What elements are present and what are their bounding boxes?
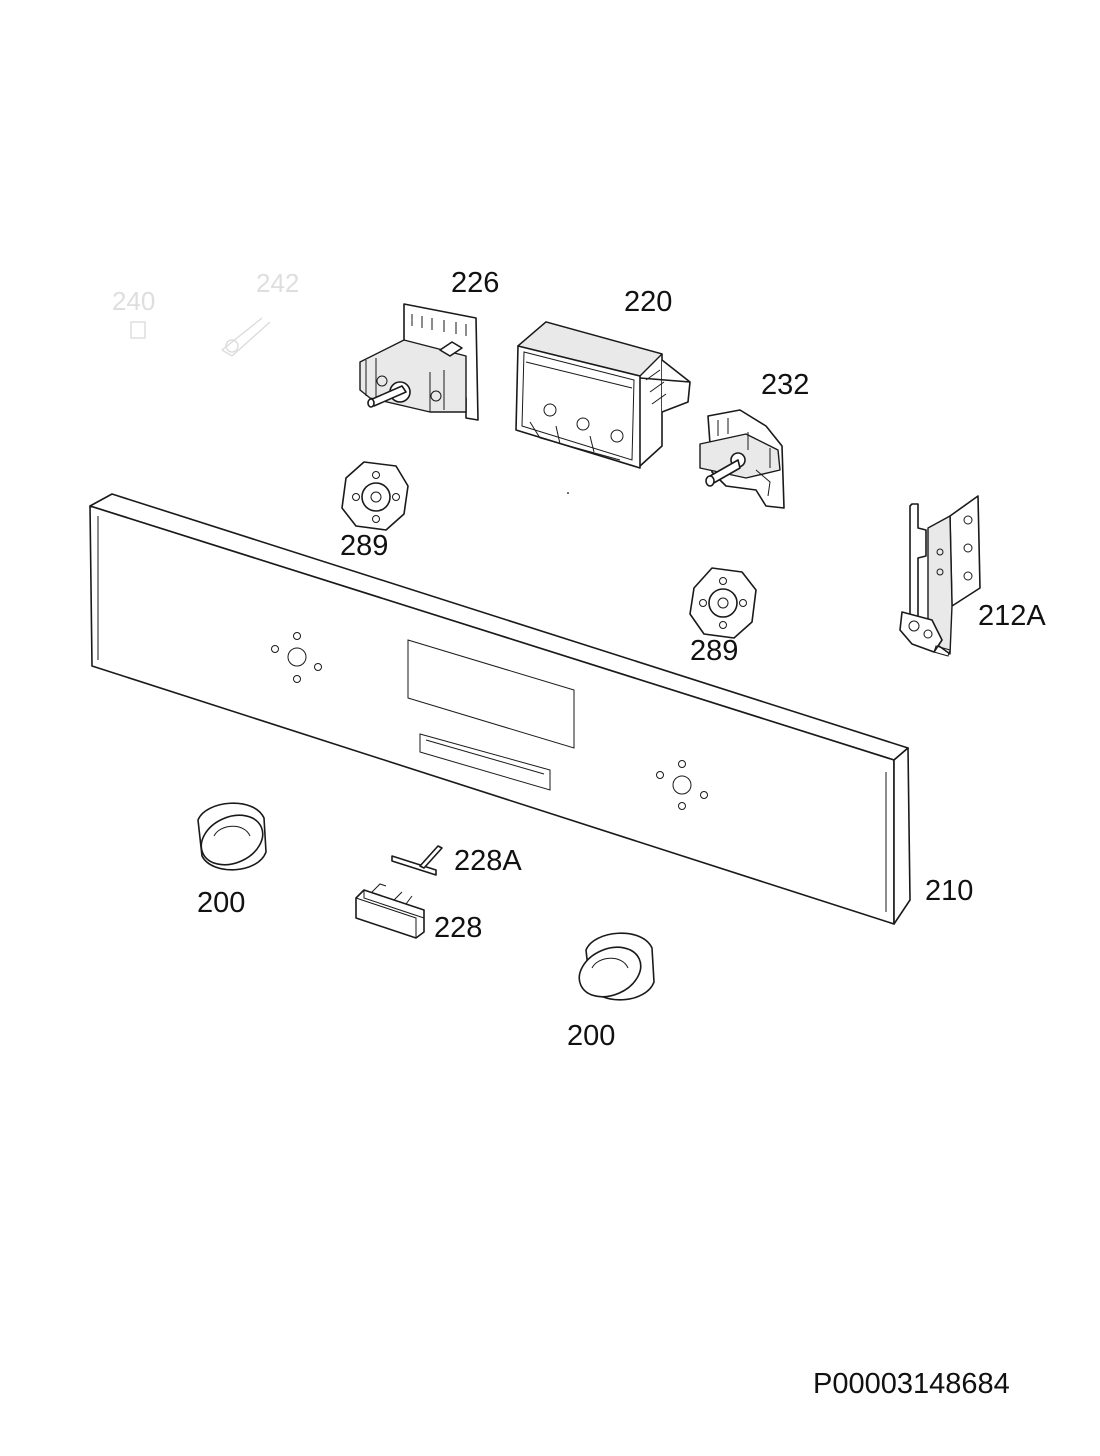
callout-228: 228 (434, 912, 482, 944)
callout-242: 242 (256, 268, 299, 298)
switch-232 (699, 409, 785, 509)
selector-switch-226 (359, 303, 479, 421)
callout-289-right: 289 (690, 635, 738, 667)
callout-226: 226 (451, 267, 499, 299)
light-strip-228A (391, 845, 443, 876)
callout-289-upper: 289 (340, 530, 388, 562)
callout-200-left: 200 (197, 887, 245, 919)
control-panel-210 (89, 493, 911, 925)
programmer-module-220 (515, 321, 691, 469)
ghost-part-240 (130, 321, 146, 339)
callout-212A: 212A (978, 600, 1046, 632)
knob-200-lower (578, 932, 655, 1001)
ghost-part-242 (221, 317, 271, 357)
bushing-289-upper (341, 461, 409, 531)
callout-200-lower: 200 (567, 1020, 615, 1052)
callout-228A: 228A (454, 845, 522, 877)
callout-232: 232 (761, 369, 809, 401)
indicator-block-228 (355, 883, 425, 939)
diagram-id: P00003148684 (813, 1368, 1010, 1400)
bracket-212A (899, 495, 981, 657)
knob-200-left (197, 802, 267, 871)
callout-210: 210 (925, 875, 973, 907)
stray-dot (567, 492, 569, 494)
bushing-289-right (689, 567, 757, 639)
callout-240: 240 (112, 286, 155, 316)
callout-220: 220 (624, 286, 672, 318)
